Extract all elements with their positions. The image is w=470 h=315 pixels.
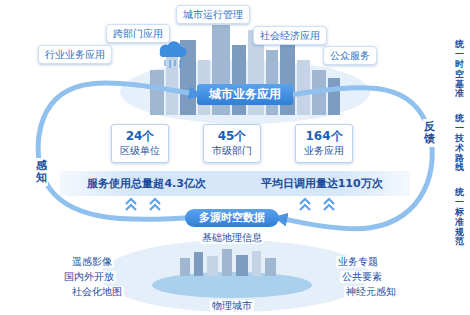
stat-box: 24个区级单位 [111, 124, 169, 163]
city-building [194, 252, 203, 276]
application-box: 社会经济应用 [253, 26, 327, 45]
building [266, 50, 278, 115]
node-text: 164个 [304, 129, 344, 144]
cloud-rain [165, 60, 180, 68]
source-pill: 多源时空数据 [185, 209, 279, 227]
stat-box: 164个业务应用 [295, 124, 353, 163]
node-text: 区级单位 [120, 144, 160, 158]
application-box: 城市运行管理 [176, 5, 250, 24]
cloud-icon [160, 41, 187, 57]
up-chevron [126, 199, 136, 210]
source-label: 国内外开放 [62, 271, 116, 283]
flow-arc [279, 88, 432, 229]
node-text: 业务应用 [304, 144, 344, 158]
principle-label: 统一技术路线 [455, 114, 464, 173]
source-label: 公共要素 [340, 271, 384, 283]
principle-label: 统一时空基准 [455, 40, 464, 99]
node-text: 社会经济应用 [260, 29, 320, 42]
application-box: 行业业务应用 [38, 45, 112, 64]
edge-label: 反馈 [423, 119, 436, 147]
node-text: 多源时空数据 [199, 211, 265, 225]
up-chevron [324, 199, 334, 210]
city-building [207, 256, 218, 276]
node-text: 城市运行管理 [183, 8, 243, 21]
building [150, 70, 164, 115]
node-text: 24个 [120, 129, 160, 144]
banner-box: 城市业务应用 [197, 84, 293, 105]
application-box: 公众服务 [323, 46, 377, 65]
flow-arc [38, 83, 197, 219]
up-chevron [300, 199, 310, 210]
building [166, 55, 178, 115]
source-label: 业务专题 [336, 256, 380, 268]
node-text: 市级部门 [212, 144, 252, 158]
node-text: 跨部门应用 [113, 27, 163, 40]
up-chevron [150, 199, 160, 210]
node-text: 平均日调用量达110万次 [261, 176, 383, 191]
node-text: 公众服务 [330, 49, 370, 62]
node-text: 行业业务应用 [45, 48, 105, 61]
source-label: 社会化地图 [70, 286, 124, 298]
city-building [252, 251, 261, 276]
city-building [265, 258, 276, 276]
application-box: 跨部门应用 [106, 24, 170, 43]
building [297, 60, 310, 115]
source-label: 遥感影像 [70, 256, 114, 268]
city-building [180, 258, 190, 276]
city-building [236, 255, 248, 276]
building [328, 78, 340, 115]
metric-band: 服务使用总量超4.3亿次 平均日调用量达110万次 [60, 171, 410, 196]
edge-label: 感知 [35, 158, 48, 186]
principle-label: 统一标准规范 [455, 188, 464, 247]
stat-box: 45个市级部门 [203, 124, 261, 163]
node-text: 城市业务应用 [209, 87, 281, 102]
city-ground [100, 240, 370, 312]
node-text: 服务使用总量超4.3亿次 [87, 176, 206, 191]
node-text: 45个 [212, 129, 252, 144]
source-label: 神经元感知 [344, 286, 398, 298]
source-label: 基础地理信息 [200, 232, 264, 244]
city-label: 物理城市 [210, 300, 254, 312]
city-building [222, 249, 232, 276]
